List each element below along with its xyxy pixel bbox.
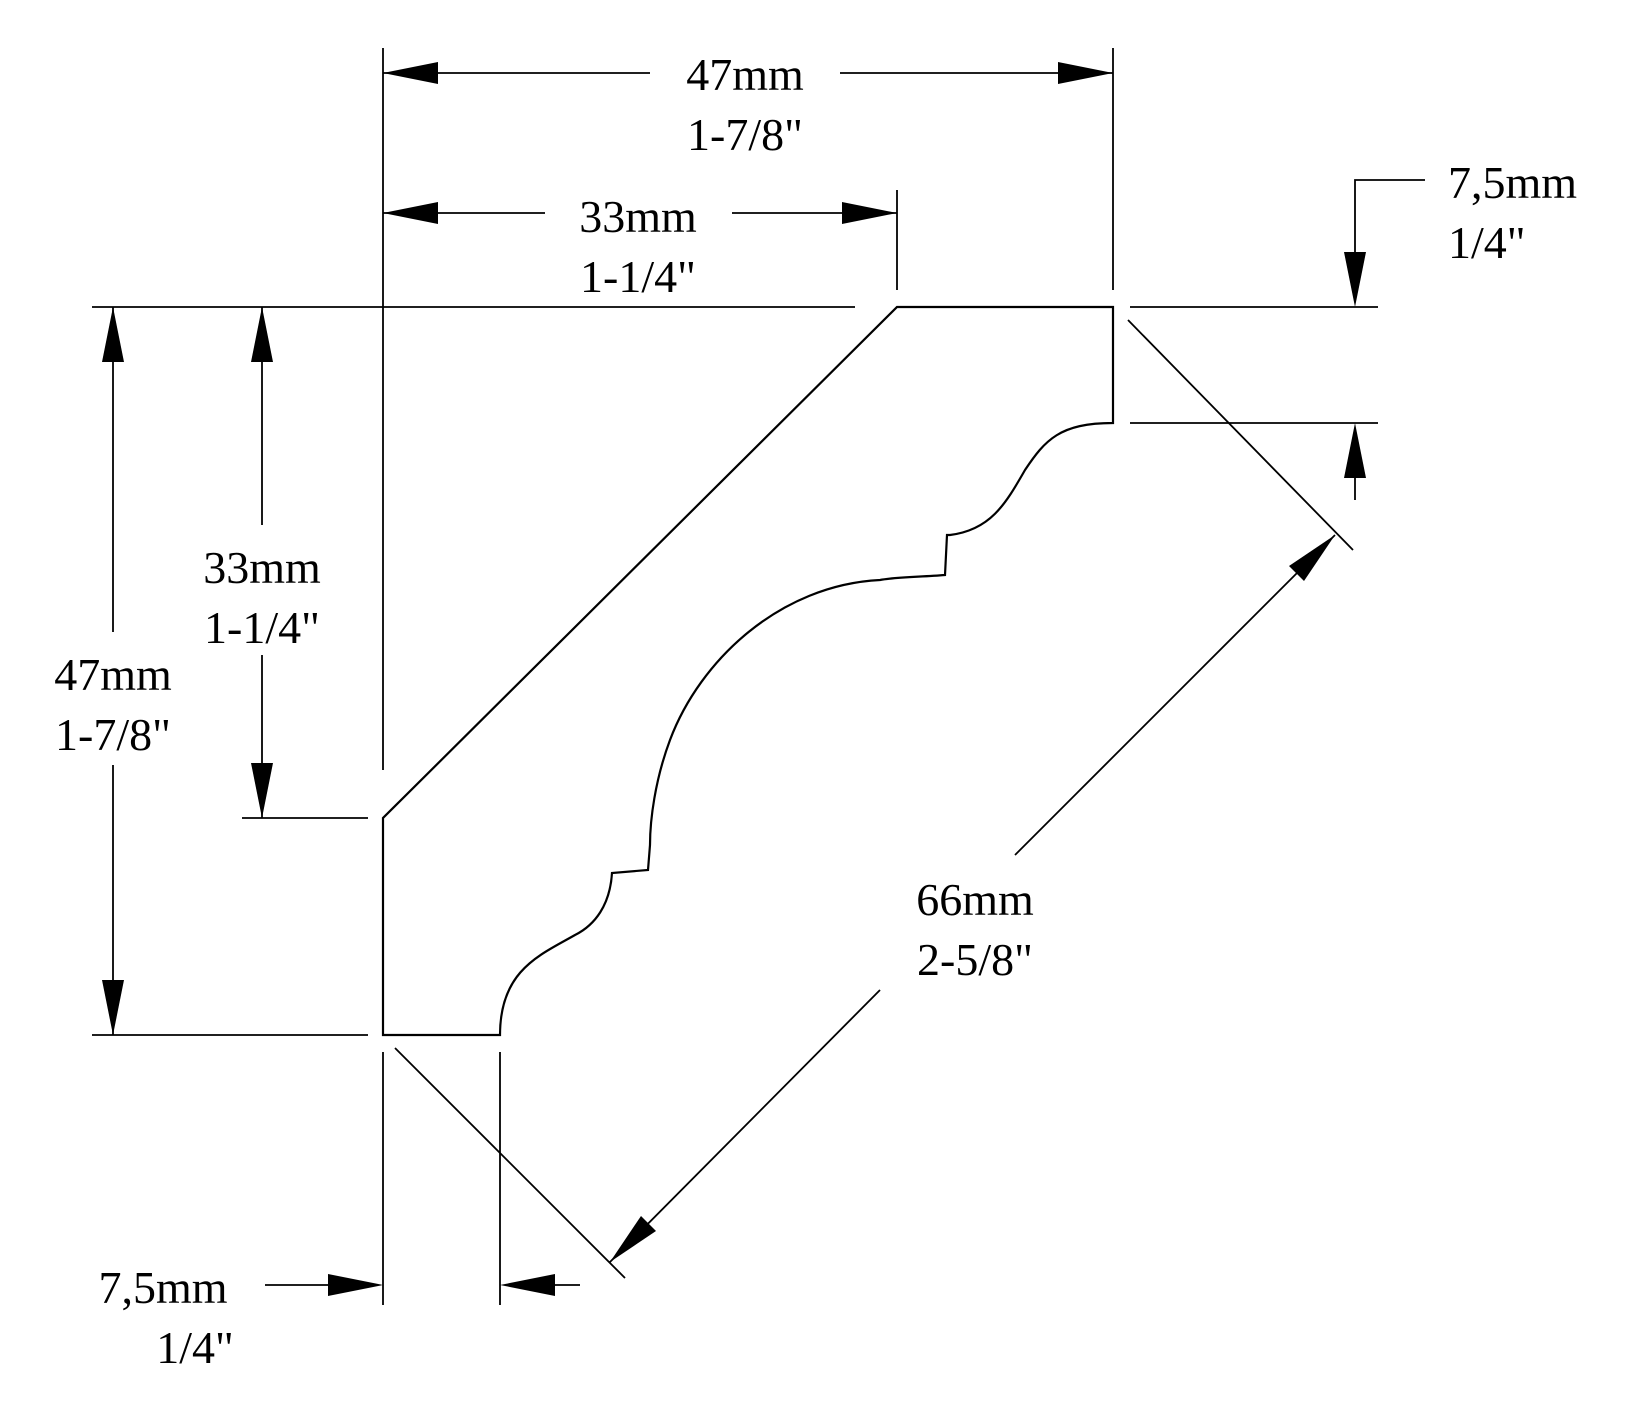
arrow-bottom-offset-left: [500, 1274, 555, 1296]
arrow-left-overall-up: [102, 307, 124, 362]
arrow-diagonal-upper: [1289, 535, 1335, 581]
arrow-top-overall-left: [383, 62, 438, 84]
dimension-labels: 47mm 1-7/8" 33mm 1-1/4" 7,5mm 1/4" 33mm …: [54, 49, 1577, 1373]
arrow-diagonal-lower: [610, 1216, 656, 1262]
label-diagonal-imperial: 2-5/8": [917, 934, 1033, 985]
ext-diagonal-upper: [1127, 319, 1354, 551]
molding-profile-outline: [381, 305, 1115, 1037]
label-left-inner-metric: 33mm: [203, 542, 321, 593]
arrow-left-inner-down: [251, 763, 273, 818]
label-left-overall-imperial: 1-7/8": [55, 709, 171, 760]
label-diagonal-metric: 66mm: [916, 874, 1034, 925]
label-left-overall-metric: 47mm: [54, 649, 172, 700]
arrow-right-offset-down: [1344, 252, 1366, 307]
arrow-top-inner-left: [383, 202, 438, 224]
label-top-inner-imperial: 1-1/4": [580, 251, 696, 302]
arrow-top-overall-right: [1058, 62, 1113, 84]
arrow-left-overall-down: [102, 980, 124, 1035]
extension-lines: [92, 48, 1378, 1305]
dim-diagonal-upper: [1014, 534, 1336, 856]
ext-diagonal-lower: [394, 1047, 626, 1279]
arrow-bottom-offset-right: [328, 1274, 383, 1296]
label-bottom-offset-imperial: 1/4": [156, 1322, 234, 1373]
label-right-offset-metric: 7,5mm: [1448, 157, 1577, 208]
dim-diagonal-lower: [609, 989, 881, 1263]
arrow-top-inner-right: [842, 202, 897, 224]
dimension-lines: [102, 62, 1425, 1296]
arrow-left-inner-up: [251, 307, 273, 362]
arrow-right-offset-up: [1344, 423, 1366, 478]
label-bottom-offset-metric: 7,5mm: [98, 1262, 227, 1313]
label-top-overall-imperial: 1-7/8": [687, 109, 803, 160]
dim-right-offset-leader: [1354, 179, 1425, 252]
label-top-overall-metric: 47mm: [686, 49, 804, 100]
label-right-offset-imperial: 1/4": [1448, 217, 1526, 268]
label-left-inner-imperial: 1-1/4": [204, 602, 320, 653]
label-top-inner-metric: 33mm: [579, 191, 697, 242]
